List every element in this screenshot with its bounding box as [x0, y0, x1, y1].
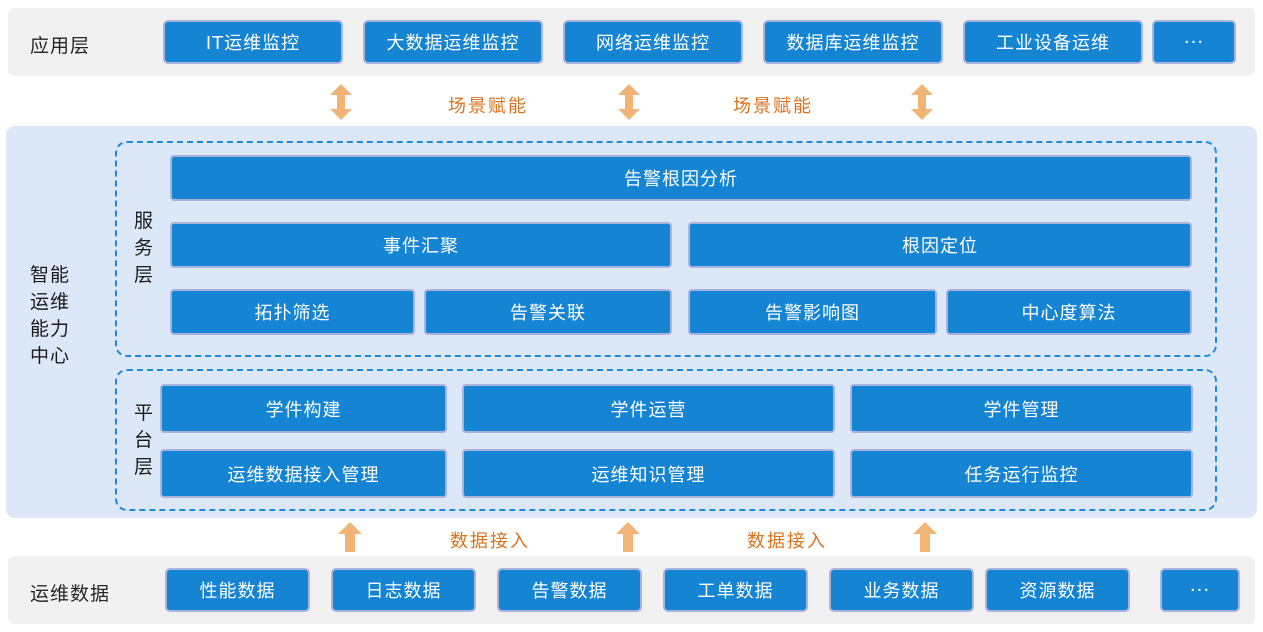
- data-box-performance-data: 性能数据: [165, 568, 310, 612]
- app-box-bigdata-ops-monitoring: 大数据运维监控: [363, 20, 543, 64]
- service-box-alarm-correlation: 告警关联: [424, 289, 672, 335]
- data-box-more: ···: [1160, 568, 1240, 612]
- platform-layer-dashed-border: [115, 369, 1217, 511]
- service-box-alarm-root-cause-analysis: 告警根因分析: [170, 155, 1192, 201]
- platform-box-ops-knowledge-management: 运维知识管理: [462, 449, 835, 498]
- capability-center-label: 智能 运维 能力 中心: [30, 264, 71, 367]
- app-box-more: ···: [1152, 20, 1236, 64]
- up-arrow-icon: [338, 522, 362, 556]
- platform-box-learnware-management: 学件管理: [850, 384, 1193, 433]
- platform-layer-label: 平 台 层: [134, 402, 155, 478]
- platform-box-task-run-monitoring: 任务运行监控: [850, 449, 1193, 498]
- data-box-ticket-data: 工单数据: [663, 568, 808, 612]
- service-box-event-aggregation: 事件汇聚: [170, 222, 672, 268]
- data-box-resource-data: 资源数据: [985, 568, 1130, 612]
- service-box-root-cause-location: 根因定位: [688, 222, 1192, 268]
- service-layer-dashed-border: [115, 141, 1217, 357]
- app-box-industrial-equipment-ops: 工业设备运维: [963, 20, 1143, 64]
- service-box-topology-filter: 拓扑筛选: [170, 289, 415, 335]
- data-access-label-right: 数据接入: [747, 531, 827, 552]
- platform-box-ops-data-access-management: 运维数据接入管理: [160, 449, 447, 498]
- double-arrow-icon: [618, 84, 640, 124]
- service-layer-label: 服 务 层: [134, 210, 155, 286]
- double-arrow-icon: [330, 84, 352, 124]
- up-arrow-icon: [616, 522, 640, 556]
- service-box-centrality-algorithm: 中心度算法: [946, 289, 1192, 335]
- app-box-it-ops-monitoring: IT运维监控: [163, 20, 343, 64]
- platform-box-learnware-operation: 学件运营: [462, 384, 835, 433]
- data-box-log-data: 日志数据: [331, 568, 476, 612]
- platform-box-learnware-build: 学件构建: [160, 384, 447, 433]
- data-box-business-data: 业务数据: [829, 568, 974, 612]
- up-arrow-icon: [913, 522, 937, 556]
- scene-empowerment-label-left: 场景赋能: [448, 96, 528, 117]
- app-box-database-ops-monitoring: 数据库运维监控: [763, 20, 943, 64]
- data-access-label-left: 数据接入: [450, 531, 530, 552]
- app-box-network-ops-monitoring: 网络运维监控: [563, 20, 743, 64]
- double-arrow-icon: [911, 84, 933, 124]
- data-box-alarm-data: 告警数据: [497, 568, 642, 612]
- service-box-alarm-impact-graph: 告警影响图: [688, 289, 937, 335]
- data-layer-label: 运维数据: [30, 583, 111, 605]
- application-layer-label: 应用层: [30, 35, 91, 57]
- scene-empowerment-label-right: 场景赋能: [733, 96, 813, 117]
